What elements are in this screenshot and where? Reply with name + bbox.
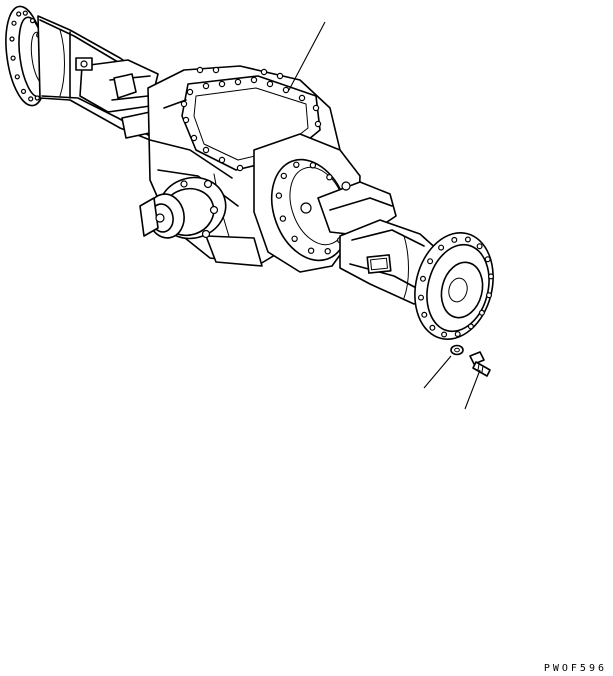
flange-bolt-hole (28, 96, 34, 102)
axle-tube-right (339, 219, 441, 305)
housing-bolt (275, 192, 283, 199)
leader-lines (288, 21, 481, 410)
bolt (469, 351, 491, 377)
cover-bolt (312, 104, 320, 112)
flange-bolt-hole (467, 323, 474, 330)
housing-bolt (326, 173, 333, 181)
housing-bolt (324, 247, 331, 255)
flange-bolt-hole (34, 95, 40, 101)
cover-bolt (212, 66, 220, 74)
flange-bolt-hole (464, 236, 471, 243)
drawing-code: PWOF596 (543, 663, 607, 674)
cover-bolt (218, 156, 226, 164)
cover-bolt (314, 120, 322, 128)
wheel-flange-right (414, 232, 495, 340)
flange-bolt-hole (10, 55, 16, 61)
flange-bolt-hole (454, 331, 461, 338)
housing-bolt (307, 247, 315, 254)
input-flange (139, 176, 227, 240)
cover-bolt (266, 80, 274, 88)
flange-bolt-hole (438, 244, 445, 251)
cover-bolt (182, 116, 190, 124)
cover-bolt (186, 88, 194, 96)
cover-bolt (282, 86, 290, 94)
cover-bolt (236, 164, 244, 172)
housing-bolt (291, 235, 298, 242)
flange-bolt-hole (9, 36, 15, 42)
cover-bolt (276, 72, 284, 80)
housing-bolt (309, 162, 317, 169)
flange-bolt-hole (476, 243, 483, 250)
flange-bolt-hole (427, 258, 434, 265)
cover-bolt (250, 76, 258, 84)
flange-bolt-hole (486, 292, 493, 299)
flange-bolt-hole (14, 74, 20, 80)
housing-bolt (280, 172, 287, 180)
leader-axle-assembly (288, 21, 326, 91)
flange-bolt-hole (20, 88, 27, 95)
cover-bolt (202, 146, 210, 154)
housing-bolt (279, 215, 287, 222)
flange-bolt-hole (429, 324, 436, 331)
flange-bolt-hole (22, 10, 28, 16)
flange-bolt-hole (478, 309, 485, 316)
leader-washer (423, 355, 452, 389)
cover-bolt (298, 94, 306, 102)
flange-bolt-hole (441, 331, 448, 338)
suspension-mount-left (75, 57, 159, 139)
flange-bolt-hole (29, 18, 36, 24)
cover-bolt (260, 68, 268, 76)
cover-bolt (196, 66, 204, 74)
cover-bolt (190, 134, 198, 142)
flange-bolt-hole (418, 294, 425, 301)
flange-bolt-hole (11, 20, 17, 26)
flange-bolt-hole (484, 256, 491, 263)
leader-bolt (464, 369, 481, 410)
flange-bolt-hole (420, 275, 427, 282)
cover-bolt (234, 78, 242, 86)
washer (450, 344, 464, 356)
cover-bolt (202, 82, 210, 90)
housing-bolt (293, 161, 300, 168)
flange-bolt-hole (451, 236, 458, 243)
flange-bolt-hole (16, 11, 22, 17)
cover-bolt (218, 80, 226, 88)
flange-bolt-hole (421, 311, 428, 318)
flange-bolt-hole (488, 273, 495, 280)
